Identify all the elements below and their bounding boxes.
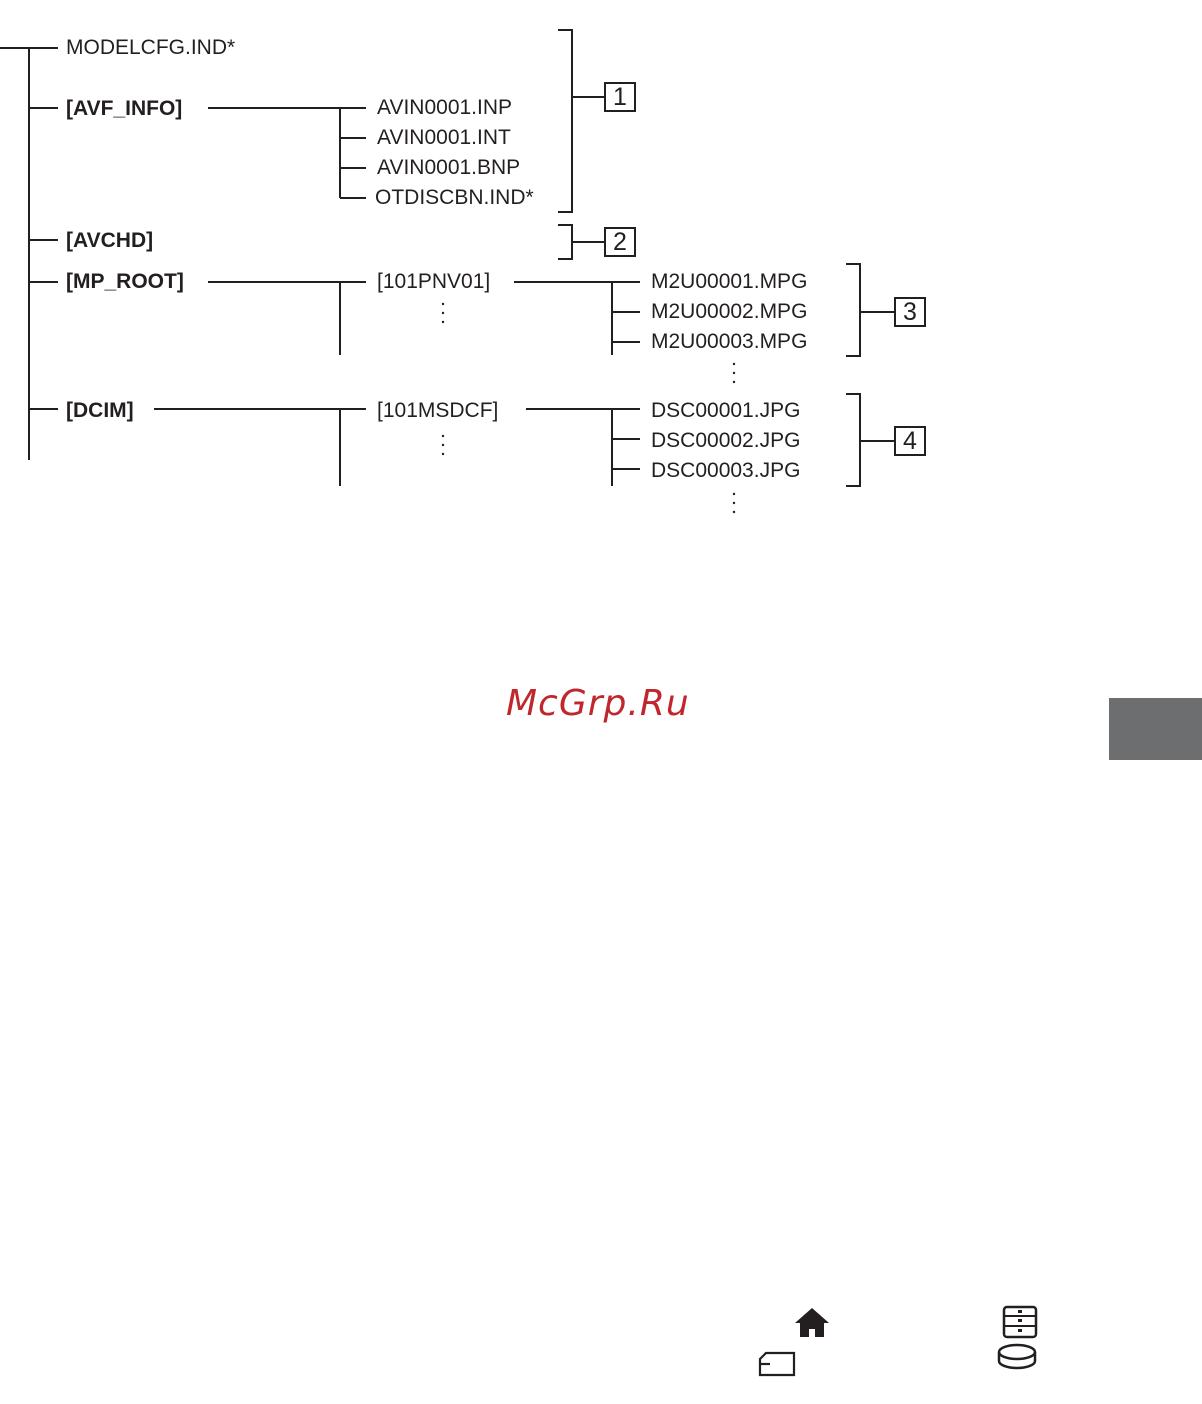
root-file: MODELCFG.IND* <box>66 36 235 60</box>
subfolder-101msdcf: [101MSDCF] <box>377 399 498 423</box>
watermark-logo: McGrp.Ru <box>506 683 690 724</box>
group-label-1: 1 <box>604 82 636 112</box>
file-dsc00002: DSC00002.JPG <box>651 429 800 453</box>
file-dsc00003: DSC00003.JPG <box>651 459 800 483</box>
file-m2u00001: M2U00001.MPG <box>651 270 807 294</box>
group-label-4: 4 <box>894 426 926 456</box>
file-m2u00003: M2U00003.MPG <box>651 330 807 354</box>
hard-disk-icon <box>996 1342 1038 1372</box>
home-icon <box>793 1306 831 1338</box>
file-m2u00002: M2U00002.MPG <box>651 300 807 324</box>
file-otdiscbn: OTDISCBN.IND* <box>375 186 534 210</box>
group-label-3: 3 <box>894 297 926 327</box>
side-tab-marker <box>1109 698 1202 760</box>
group-label-2: 2 <box>604 227 636 257</box>
file-avin-bnp: AVIN0001.BNP <box>377 156 520 180</box>
folder-mp-root: [MP_ROOT] <box>66 270 184 294</box>
folder-avchd: [AVCHD] <box>66 229 153 253</box>
disc-icon <box>757 1350 797 1378</box>
subfolder-101pnv01: [101PNV01] <box>377 270 490 294</box>
folder-dcim: [DCIM] <box>66 399 134 423</box>
memory-card-icon <box>1002 1305 1038 1339</box>
file-avin-inp: AVIN0001.INP <box>377 96 512 120</box>
file-avin-int: AVIN0001.INT <box>377 126 511 150</box>
file-dsc00001: DSC00001.JPG <box>651 399 800 423</box>
folder-avf-info: [AVF_INFO] <box>66 97 182 121</box>
